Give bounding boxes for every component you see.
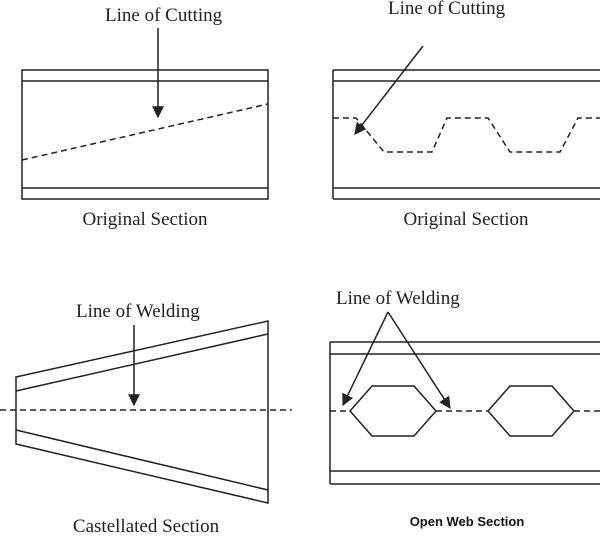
panel-top-right: Line of Cutting Original Section <box>332 0 600 230</box>
open-web-section-caption: Open Web Section <box>410 514 525 529</box>
top-flange-inner <box>15 333 269 392</box>
castellated-beam <box>0 320 292 504</box>
original-beam <box>332 69 600 200</box>
original-beam <box>21 69 269 200</box>
welding-arrow-right <box>387 311 451 410</box>
panel-bottom-right: Line of Welding Open Web Section <box>329 288 600 529</box>
cutting-arrow <box>354 45 424 135</box>
panel-top-left: Line of Cutting Original Section <box>21 5 269 230</box>
tapered-beam-outline <box>15 320 269 504</box>
hexagonal-opening <box>349 385 437 437</box>
open-web-beam <box>329 341 600 485</box>
original-section-caption: Original Section <box>82 209 208 230</box>
diagonal-cut-line <box>21 103 269 161</box>
line-of-cutting-label: Line of Cutting <box>105 5 223 26</box>
original-section-caption: Original Section <box>403 209 529 230</box>
line-of-cutting-label: Line of Cutting <box>388 0 506 19</box>
castellated-section-caption: Castellated Section <box>73 516 220 536</box>
hexagonal-opening <box>487 385 575 437</box>
bottom-flange-inner <box>15 429 269 491</box>
panel-bottom-left: Line of Welding Castellated Section <box>0 301 292 536</box>
line-of-welding-label: Line of Welding <box>336 288 460 309</box>
beam-outline <box>21 69 269 200</box>
zigzag-cut-line <box>333 117 600 153</box>
welding-arrow-left <box>342 311 389 407</box>
line-of-welding-label: Line of Welding <box>76 301 200 322</box>
